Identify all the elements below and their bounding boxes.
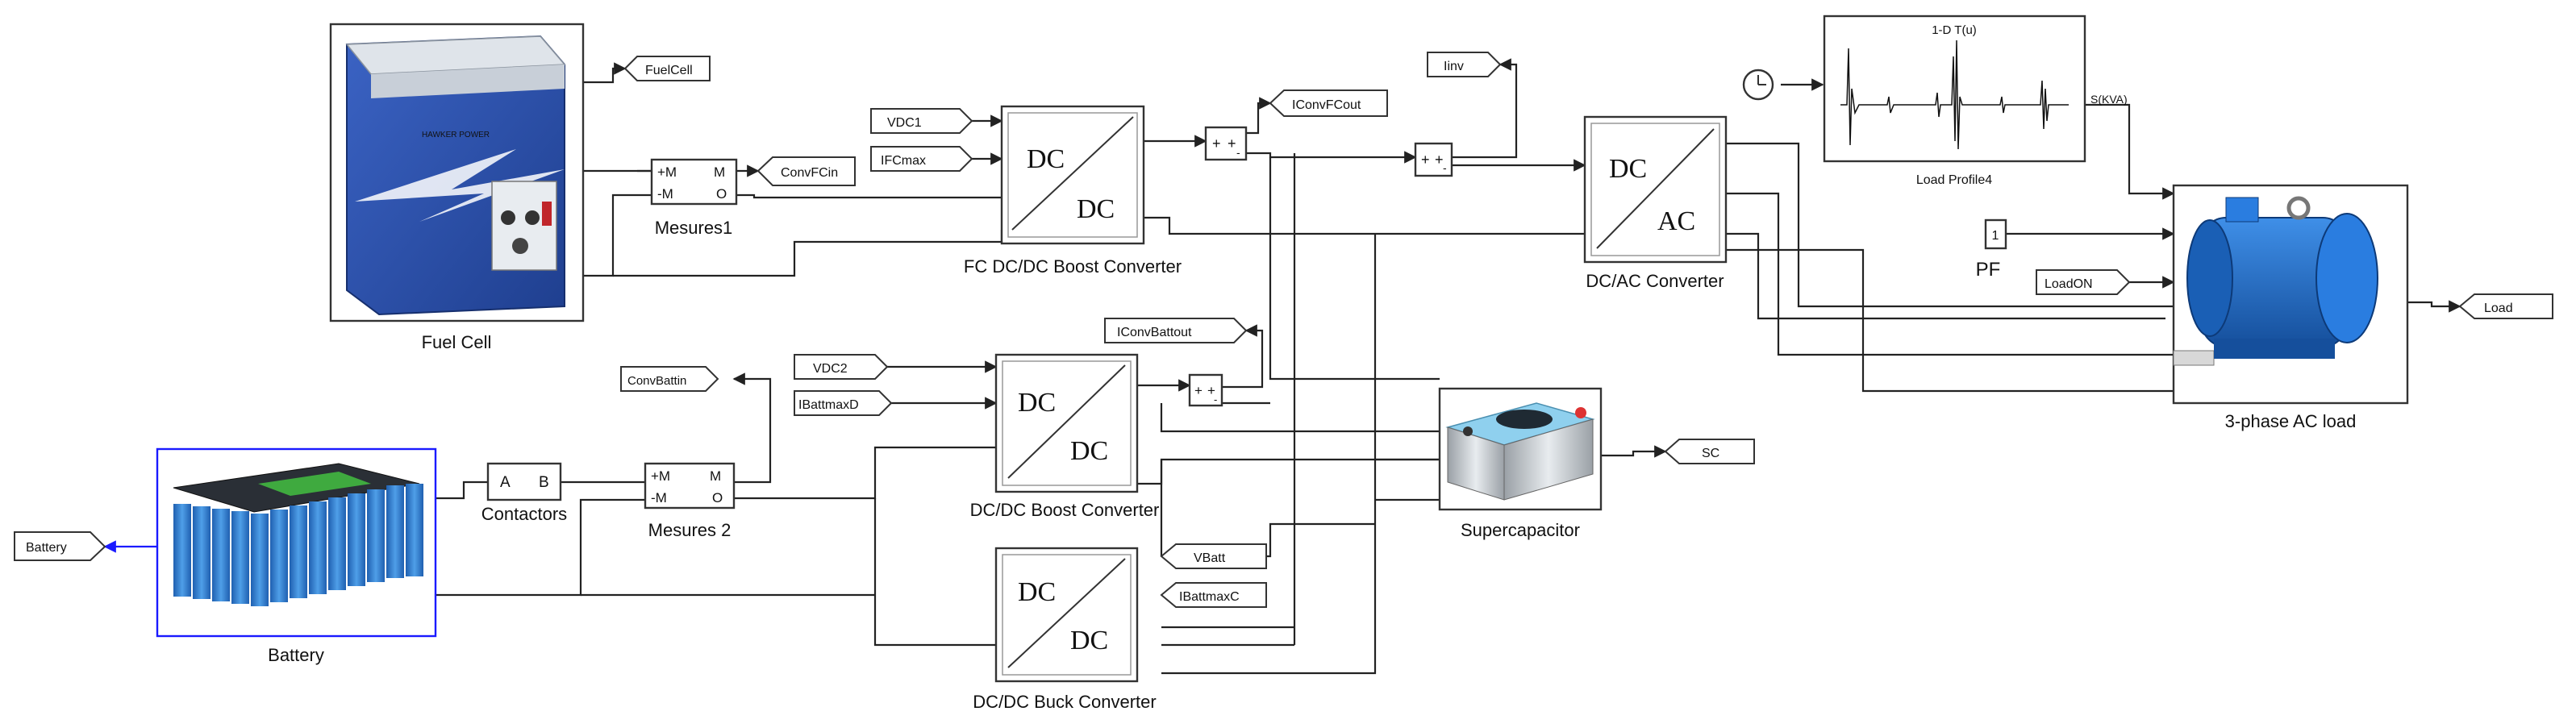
svg-text:B: B — [539, 474, 549, 491]
supercapacitor-block[interactable]: Supercapacitor — [1438, 387, 1603, 540]
tag-convfcin[interactable]: ConvFCin — [757, 156, 856, 186]
sum-block-2[interactable]: + + - — [1414, 142, 1453, 177]
buck-converter-block[interactable]: DC DC DC/DC Buck Converter — [973, 547, 1157, 712]
svg-text:DC: DC — [1070, 626, 1108, 655]
svg-text:O: O — [712, 490, 723, 505]
svg-text:Supercapacitor: Supercapacitor — [1461, 520, 1580, 540]
svg-text:O: O — [716, 186, 727, 202]
fuel-cell-block[interactable]: HAWKER POWER Fuel Cell — [329, 23, 585, 352]
tag-iconvfcout[interactable]: IConvFCout — [1269, 89, 1388, 117]
fuel-cell-brand: HAWKER POWER — [422, 131, 490, 139]
svg-text:DC/DC Boost Converter: DC/DC Boost Converter — [970, 500, 1160, 520]
fuel-cell-label: Fuel Cell — [422, 332, 492, 352]
tag-vdc1[interactable]: VDC1 — [870, 108, 973, 134]
svg-text:-: - — [1443, 161, 1447, 174]
svg-text:IFCmax: IFCmax — [881, 154, 926, 168]
skva-label: S(KVA) — [2090, 93, 2128, 106]
battery-cells — [173, 484, 423, 606]
svg-text:+: + — [1421, 152, 1430, 168]
svg-text:ConvFCin: ConvFCin — [781, 166, 838, 180]
svg-text:IConvBattout: IConvBattout — [1117, 326, 1192, 339]
contactors-block[interactable]: A B Contactors — [481, 462, 567, 524]
svg-text:1: 1 — [1992, 229, 1999, 243]
ac-load-block[interactable]: 3-phase AC load — [2172, 184, 2409, 431]
dcac-converter-block[interactable]: DC AC DC/AC Converter — [1583, 115, 1728, 291]
svg-text:PF: PF — [1976, 259, 2001, 281]
svg-text:+M: +M — [651, 468, 670, 484]
svg-text:1-D T(u): 1-D T(u) — [1932, 23, 1977, 37]
tag-sc[interactable]: SC — [1664, 439, 1755, 464]
svg-text:Iinv: Iinv — [1444, 60, 1464, 73]
svg-text:VBatt: VBatt — [1194, 551, 1226, 565]
svg-text:+: + — [1228, 135, 1236, 152]
svg-text:LoadON: LoadON — [2045, 277, 2093, 291]
svg-text:+: + — [1212, 135, 1221, 152]
load-profile-block[interactable]: 1-D T(u) Load Profile4 — [1823, 15, 2086, 187]
tag-battery-out[interactable]: Battery — [14, 531, 106, 561]
svg-text:DC: DC — [1077, 194, 1115, 224]
svg-text:SC: SC — [1702, 447, 1719, 460]
svg-text:AC: AC — [1657, 206, 1695, 236]
svg-text:DC: DC — [1027, 144, 1065, 174]
svg-text:M: M — [710, 468, 721, 484]
svg-text:+: + — [1207, 383, 1215, 398]
sum-block-1[interactable]: + + - — [1204, 126, 1248, 161]
svg-text:3-phase AC load: 3-phase AC load — [2225, 411, 2357, 431]
svg-text:Contactors: Contactors — [481, 504, 567, 524]
svg-text:Battery: Battery — [26, 541, 67, 555]
svg-text:IBattmaxC: IBattmaxC — [1179, 590, 1240, 604]
tag-loadon[interactable]: LoadON — [2036, 269, 2131, 295]
svg-text:DC: DC — [1018, 388, 1056, 418]
fc-boost-converter-block[interactable]: DC DC FC DC/DC Boost Converter — [964, 105, 1182, 277]
tag-load[interactable]: Load — [2458, 293, 2553, 319]
svg-text:DC: DC — [1018, 577, 1056, 607]
svg-text:Load: Load — [2484, 302, 2513, 315]
svg-text:Mesures 2: Mesures 2 — [648, 520, 732, 540]
svg-text:-M: -M — [657, 186, 673, 202]
boost-converter-block[interactable]: DC DC DC/DC Boost Converter — [970, 353, 1160, 520]
svg-text:IBattmaxD: IBattmaxD — [798, 398, 859, 412]
tag-iconvbattout[interactable]: IConvBattout — [1104, 318, 1248, 343]
wires — [103, 58, 2461, 675]
tag-vdc2[interactable]: VDC2 — [794, 354, 889, 380]
battery-label: Battery — [268, 645, 324, 665]
mesures1-block[interactable]: +M -M M O Mesures1 — [650, 158, 738, 238]
svg-text:-: - — [1214, 393, 1217, 406]
tag-convbattin[interactable]: ConvBattin — [620, 366, 719, 392]
tag-fuelcell[interactable]: FuelCell — [623, 56, 711, 81]
svg-text:DC: DC — [1070, 436, 1108, 466]
svg-text:ConvBattin: ConvBattin — [627, 374, 686, 388]
svg-text:VDC2: VDC2 — [813, 362, 848, 376]
svg-text:+M: +M — [657, 164, 677, 180]
tag-iinv[interactable]: Iinv — [1427, 52, 1502, 77]
svg-text:DC: DC — [1609, 154, 1647, 184]
svg-text:VDC1: VDC1 — [887, 116, 922, 130]
svg-text:+: + — [1435, 152, 1444, 168]
svg-text:M: M — [714, 164, 725, 180]
svg-text:DC/DC Buck Converter: DC/DC Buck Converter — [973, 692, 1156, 712]
svg-text:-: - — [1236, 146, 1240, 159]
battery-block[interactable]: Battery — [156, 447, 437, 665]
svg-text:Load Profile4: Load Profile4 — [1916, 173, 1992, 187]
pf-constant-block[interactable]: 1 PF — [1976, 218, 2007, 281]
tag-ibattmaxd[interactable]: IBattmaxD — [794, 390, 893, 416]
clock-icon[interactable] — [1742, 69, 1774, 101]
svg-text:-M: -M — [651, 490, 667, 505]
svg-text:IConvFCout: IConvFCout — [1292, 98, 1361, 112]
svg-text:A: A — [500, 474, 511, 491]
svg-text:FC DC/DC Boost Converter: FC DC/DC Boost Converter — [964, 256, 1182, 277]
tag-ibattmaxc[interactable]: IBattmaxC — [1160, 582, 1267, 608]
svg-text:+: + — [1194, 383, 1203, 398]
tag-ifcmax[interactable]: IFCmax — [870, 146, 973, 172]
svg-text:DC/AC Converter: DC/AC Converter — [1586, 271, 1724, 291]
mesures2-block[interactable]: +M -M M O Mesures 2 — [644, 462, 736, 540]
svg-text:FuelCell: FuelCell — [645, 64, 693, 77]
sum-block-3[interactable]: + + - — [1188, 373, 1223, 407]
tag-vbatt[interactable]: VBatt — [1160, 543, 1267, 569]
mesures1-label: Mesures1 — [655, 218, 733, 238]
